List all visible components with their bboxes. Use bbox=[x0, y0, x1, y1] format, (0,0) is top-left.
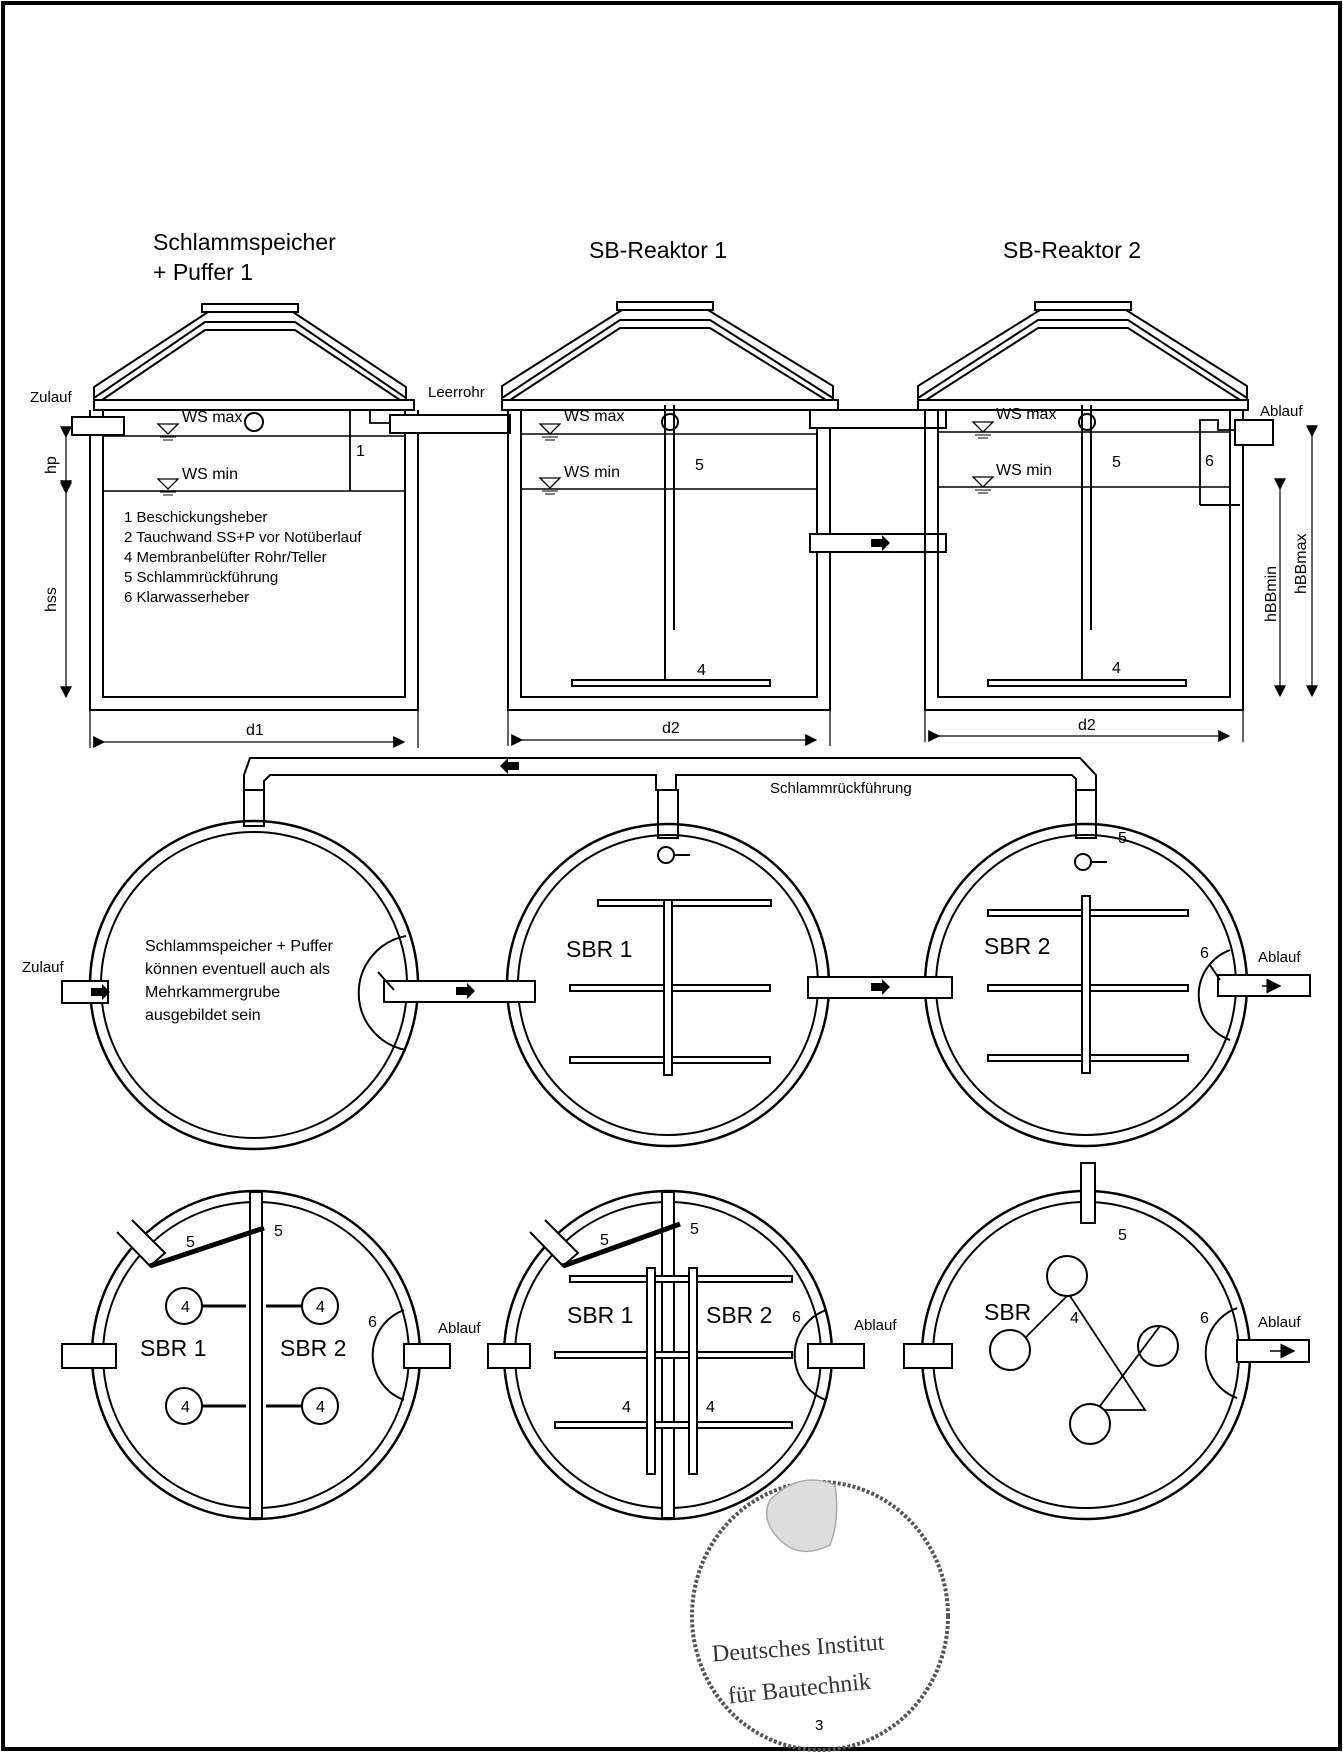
tank1-section bbox=[71, 303, 511, 711]
num-4-b: 4 bbox=[1112, 660, 1121, 677]
note-line-1: Schlammspeicher + Puffer bbox=[145, 938, 333, 955]
num-5-c1: 5 bbox=[186, 1234, 195, 1251]
note-line-2: können eventuell auch als bbox=[145, 961, 330, 978]
ablauf-label-plan: Ablauf bbox=[1258, 949, 1301, 966]
num-5-c5: 5 bbox=[1118, 1227, 1127, 1244]
sbr1-label: SBR 1 bbox=[566, 936, 632, 962]
sbr1-label-a: SBR 1 bbox=[140, 1335, 206, 1361]
num-5-plan: 5 bbox=[1118, 830, 1127, 847]
ws-max-symbol bbox=[157, 423, 179, 441]
num-5-b: 5 bbox=[1112, 454, 1121, 471]
title-tank1-line2: + Puffer 1 bbox=[153, 259, 253, 285]
ws-max-label-1: WS max bbox=[182, 409, 242, 426]
d2-label-2: d2 bbox=[1078, 717, 1096, 734]
legend-item-3: 4 Membranbelüfter Rohr/Teller bbox=[124, 549, 327, 566]
num-4-c4: 4 bbox=[316, 1399, 325, 1416]
plan-row2-labels: 4 4 4 4 SBR 1 SBR 2 SBR 1 SBR 2 SBR Abla… bbox=[140, 1221, 1301, 1416]
stamp-line2: für Bautechnik bbox=[727, 1669, 872, 1710]
section-labels: Zulauf Leerrohr Ablauf WS max WS min WS … bbox=[30, 384, 1310, 739]
leerrohr-label: Leerrohr bbox=[428, 384, 485, 401]
tank3-section bbox=[917, 301, 1274, 711]
plan-row2-internals bbox=[61, 1162, 1310, 1519]
page-number: 3 bbox=[815, 1717, 823, 1734]
ws-max-label-3: WS max bbox=[996, 406, 1056, 423]
note-line-4: ausgebildet sein bbox=[145, 1007, 261, 1024]
note-line-3: Mehrkammergrube bbox=[145, 984, 280, 1001]
num-4-c5: 4 bbox=[622, 1399, 631, 1416]
ws-max-label-2: WS max bbox=[564, 408, 624, 425]
tank2-section bbox=[501, 301, 947, 711]
ws-max-symbol-2 bbox=[539, 423, 561, 441]
num-4-c1: 4 bbox=[181, 1299, 190, 1316]
num-6: 6 bbox=[1205, 453, 1214, 470]
sbr1-label-b: SBR 1 bbox=[567, 1302, 633, 1328]
num-6-c2: 6 bbox=[792, 1309, 801, 1326]
num-6-c3: 6 bbox=[1200, 1310, 1209, 1327]
title-tank3: SB-Reaktor 2 bbox=[1003, 237, 1141, 263]
dimension-lines bbox=[60, 425, 1318, 748]
legend: 1 Beschickungsheber 2 Tauchwand SS+P vor… bbox=[124, 509, 362, 606]
zulauf-label: Zulauf bbox=[30, 389, 73, 406]
schlammrueckfuehrung-label: Schlammrückführung bbox=[770, 780, 912, 797]
hbbmin-label: hBBmin bbox=[1263, 566, 1280, 622]
ablauf-label-b: Ablauf bbox=[854, 1317, 897, 1334]
plan-row1-labels: Zulauf Schlammspeicher + Puffer können e… bbox=[22, 830, 1301, 1024]
sludge-return-pipe bbox=[243, 757, 1097, 839]
hp-label: hp bbox=[43, 456, 60, 474]
num-4-c3: 4 bbox=[181, 1399, 190, 1416]
ws-min-symbol-2 bbox=[539, 477, 561, 495]
num-1: 1 bbox=[356, 443, 365, 460]
title-tank2: SB-Reaktor 1 bbox=[589, 237, 727, 263]
sbr-label: SBR bbox=[984, 1299, 1031, 1325]
num-5-c2: 5 bbox=[274, 1223, 283, 1240]
title-tank1-line1: Schlammspeicher bbox=[153, 229, 336, 255]
stamp-emblem-icon bbox=[765, 1479, 838, 1553]
ws-min-label-2: WS min bbox=[564, 464, 620, 481]
num-5-c3: 5 bbox=[600, 1232, 609, 1249]
sbr2-label-a: SBR 2 bbox=[280, 1335, 346, 1361]
sbr2-label: SBR 2 bbox=[984, 933, 1050, 959]
legend-item-1: 1 Beschickungsheber bbox=[124, 509, 267, 526]
legend-item-4: 5 Schlammrückführung bbox=[124, 569, 278, 586]
hbbmax-label: hBBmax bbox=[1293, 534, 1310, 594]
ws-min-label-3: WS min bbox=[996, 462, 1052, 479]
d2-label-1: d2 bbox=[662, 720, 680, 737]
num-4-a: 4 bbox=[697, 662, 706, 679]
ws-min-symbol bbox=[157, 478, 179, 496]
ws-min-symbol-3 bbox=[972, 476, 994, 494]
plan-row1-pipes bbox=[61, 895, 1311, 1076]
ws-max-symbol-3 bbox=[972, 421, 994, 439]
num-4-c6: 4 bbox=[706, 1399, 715, 1416]
ablauf-label-c: Ablauf bbox=[1258, 1314, 1301, 1331]
section-titles: Schlammspeicher + Puffer 1 SB-Reaktor 1 … bbox=[153, 229, 1141, 285]
num-6-c1: 6 bbox=[368, 1314, 377, 1331]
num-4-c2: 4 bbox=[316, 1299, 325, 1316]
num-5-c4: 5 bbox=[690, 1221, 699, 1238]
institute-stamp: Deutsches Institut für Bautechnik 3 bbox=[690, 1479, 950, 1752]
ablauf-label: Ablauf bbox=[1260, 403, 1303, 420]
plan-row1-pumps bbox=[377, 846, 1221, 991]
num-4-c7: 4 bbox=[1070, 1310, 1079, 1327]
num-6-plan: 6 bbox=[1200, 945, 1209, 962]
d1-label: d1 bbox=[246, 722, 264, 739]
sbr2-label-b: SBR 2 bbox=[706, 1302, 772, 1328]
ablauf-label-a: Ablauf bbox=[438, 1320, 481, 1337]
zulauf-label-plan: Zulauf bbox=[22, 959, 65, 976]
stamp-line1: Deutsches Institut bbox=[711, 1630, 885, 1668]
legend-item-2: 2 Tauchwand SS+P vor Notüberlauf bbox=[124, 529, 362, 546]
ws-min-label-1: WS min bbox=[182, 466, 238, 483]
legend-item-5: 6 Klarwasserheber bbox=[124, 589, 249, 606]
num-5-a: 5 bbox=[695, 457, 704, 474]
hss-label: hss bbox=[43, 587, 60, 612]
